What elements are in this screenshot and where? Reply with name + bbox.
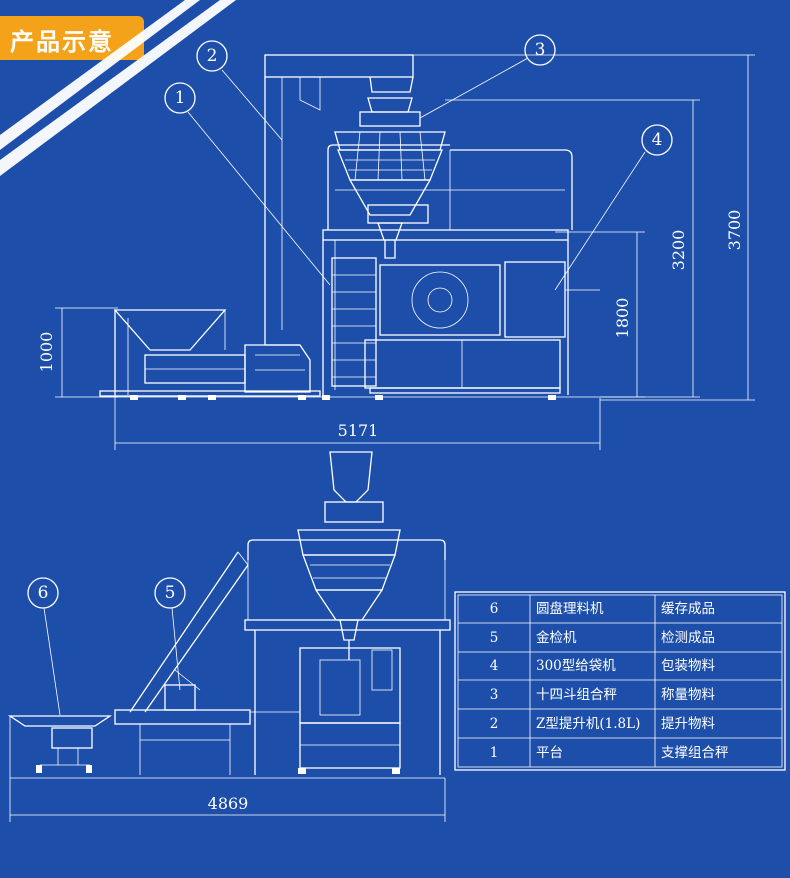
platform — [322, 144, 573, 395]
feet-row — [130, 395, 556, 400]
dim-4869: 4869 — [208, 794, 249, 813]
table-row: 5 金检机 检测成品 — [490, 630, 715, 646]
row-4-function: 包装物料 — [661, 658, 715, 674]
callout-1-label: 1 — [175, 88, 186, 108]
table-row: 2 Z型提升机(1.8L) 提升物料 — [490, 716, 716, 732]
callout-6 — [27, 577, 59, 609]
multihead-weigher-top — [334, 97, 446, 259]
table-row: 4 300型给袋机 包装物料 — [490, 658, 716, 674]
row-2-no: 2 — [490, 716, 499, 732]
leader-2 — [221, 69, 283, 141]
callout-4 — [641, 124, 673, 156]
bagger-front — [298, 647, 401, 774]
dim-1000: 1000 — [37, 332, 56, 373]
dim-5171: 5171 — [338, 421, 379, 440]
row-1-function: 支撑组合秤 — [661, 745, 729, 761]
top-view — [99, 54, 646, 400]
bottom-view — [7, 451, 451, 779]
leader-5 — [171, 607, 181, 691]
table-row: 3 十四斗组合秤 称量物料 — [490, 687, 716, 703]
row-5-no: 5 — [490, 630, 499, 646]
multihead-weigher-side — [297, 451, 401, 660]
callout-6-label: 6 — [38, 583, 49, 603]
callout-2-label: 2 — [207, 46, 218, 66]
row-4-no: 4 — [490, 658, 499, 674]
row-5-name: 金检机 — [536, 630, 577, 646]
callout-circles: 1 2 3 4 6 5 — [27, 34, 673, 609]
callout-1 — [164, 82, 196, 114]
callout-3-label: 3 — [535, 40, 546, 60]
parts-table-frame — [454, 591, 786, 771]
callout-2 — [196, 40, 228, 72]
incline-conveyor — [114, 551, 300, 775]
leader-1 — [187, 111, 331, 286]
rotary-table — [7, 715, 113, 775]
corner-stripes — [0, 0, 236, 176]
dim-3200: 3200 — [669, 230, 688, 271]
row-4-name: 300型给袋机 — [536, 658, 616, 674]
dim-3700: 3700 — [725, 210, 744, 251]
table-row: 1 平台 支撑组合秤 — [490, 745, 729, 761]
parts-table: 6 圆盘理料机 缓存成品 5 金检机 检测成品 4 300型给袋机 包装物料 3… — [454, 591, 786, 771]
callout-3 — [524, 34, 556, 66]
row-1-no: 1 — [490, 745, 499, 761]
banner-title: 产品示意 — [10, 27, 114, 56]
feed-hopper — [99, 309, 321, 397]
dimension-labels: 5171 1000 1800 3200 3700 4869 — [37, 210, 744, 813]
leader-4 — [554, 151, 646, 291]
row-5-function: 检测成品 — [661, 630, 715, 646]
callout-5 — [154, 577, 186, 609]
leader-3 — [419, 57, 529, 119]
callout-4-label: 4 — [652, 130, 663, 150]
row-3-function: 称量物料 — [661, 687, 715, 703]
z-elevator — [244, 54, 414, 393]
row-6-no: 6 — [490, 601, 499, 617]
bag-filling-machine — [364, 261, 600, 394]
row-6-name: 圆盘理料机 — [536, 600, 604, 617]
bottom-dimensions — [9, 775, 446, 822]
platform-side — [244, 539, 451, 775]
row-2-name: Z型提升机(1.8L) — [536, 716, 640, 732]
row-2-function: 提升物料 — [661, 716, 715, 732]
callout-5-label: 5 — [165, 583, 176, 603]
row-6-function: 缓存成品 — [661, 601, 715, 617]
dim-1800: 1800 — [613, 298, 632, 339]
title-banner: 产品示意 — [0, 16, 144, 60]
table-row: 6 圆盘理料机 缓存成品 — [490, 600, 715, 617]
top-dimensions — [55, 54, 755, 450]
row-3-name: 十四斗组合秤 — [536, 687, 617, 703]
leader-6 — [43, 607, 61, 716]
row-1-name: 平台 — [536, 745, 563, 761]
row-3-no: 3 — [490, 687, 499, 703]
